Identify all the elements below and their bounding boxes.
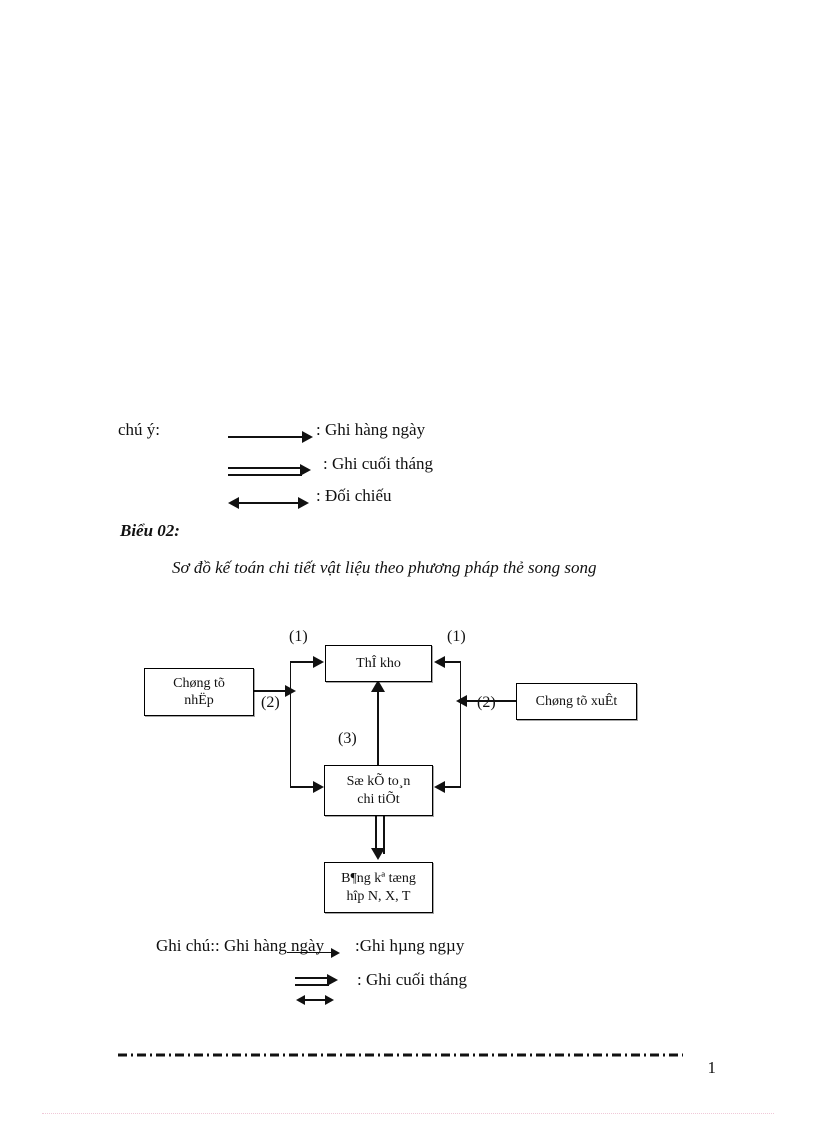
connector-left-vertical <box>290 662 291 787</box>
legend-text-reconcile: : Đối chiếu <box>316 486 392 505</box>
arrowhead-left-to-so-ke-toan <box>313 781 324 793</box>
step-label-left-two: (2) <box>261 694 280 711</box>
arrowhead-to-bang-ke <box>371 848 385 860</box>
connector-left-to-the-kho <box>290 661 315 663</box>
bottom-legend-label: Ghi chú: <box>156 936 216 955</box>
connector-chung-tu-nhap-to-rail <box>253 690 293 692</box>
node-bang-ke[interactable]: B¶ng kª tæng hîp N, X, T <box>324 862 433 913</box>
step-label-right-two: (2) <box>477 694 496 711</box>
overlap-single-arrow-icon <box>287 948 349 958</box>
connector-right-to-the-kho <box>437 661 461 663</box>
connector-so-ke-toan-to-bang-ke <box>375 816 385 854</box>
step-label-right-one: (1) <box>447 628 466 645</box>
arrowhead-right-to-so-ke-toan <box>434 781 445 793</box>
legend-title-label: chú ý: <box>118 420 161 439</box>
legend-text-daily: : Ghi hàng ngày <box>316 420 426 439</box>
footer-separator <box>118 1044 683 1057</box>
double-arrow-right-icon <box>228 464 318 478</box>
arrowhead-left-to-the-kho <box>313 656 324 668</box>
connector-right-vertical <box>460 662 461 787</box>
arrowhead-chung-tu-nhap <box>285 685 296 697</box>
node-chung-tu-xuat-line1: Chøng tõ xuÊt <box>535 693 618 709</box>
step-label-middle-three: (3) <box>338 730 357 747</box>
section-label: Biểu 02: <box>120 521 180 540</box>
bottom-legend: Ghi chú: : Ghi hàng ngày :Ghi hµng ngµy … <box>0 930 816 1010</box>
node-so-ke-toan-line2: chi tiÕt <box>357 791 400 807</box>
arrowhead-right-to-the-kho <box>434 656 445 668</box>
node-chung-tu-nhap-line1: Chøng tõ <box>173 675 225 691</box>
top-legend: chú ý: : Ghi hàng ngày : Ghi cuối tháng … <box>118 418 678 518</box>
node-so-ke-toan[interactable]: Sæ kÕ to¸n chi tiÕt <box>324 765 433 816</box>
dash-dot-rule-icon <box>118 1053 683 1057</box>
arrowhead-middle-up <box>371 680 385 692</box>
bottom-legend-text-monthend: : Ghi cuối tháng <box>357 970 468 989</box>
diagram-title: Sơ đồ kế toán chi tiết vật liệu theo phư… <box>172 558 597 577</box>
bottom-legend-text-daily-alt: :Ghi hµng ngµy <box>355 936 465 955</box>
node-the-kho-line1: ThÎ kho <box>356 655 401 671</box>
single-arrow-right-icon <box>228 430 318 444</box>
node-the-kho[interactable]: ThÎ kho <box>325 645 432 682</box>
node-so-ke-toan-line1: Sæ kÕ to¸n <box>346 774 411 789</box>
page-number: 1 <box>707 1058 717 1077</box>
double-headed-arrow-icon <box>228 496 318 510</box>
bottom-double-headed-arrow-icon <box>296 994 346 1006</box>
step-label-left-one: (1) <box>289 628 308 645</box>
connector-right-to-so-ke-toan <box>437 786 461 788</box>
connector-chung-tu-xuat-to-rail <box>462 700 516 702</box>
node-chung-tu-nhap-line2: nhËp <box>184 693 214 708</box>
faint-bottom-rule <box>42 1113 774 1114</box>
flow-diagram: Chøng tõ nhËp ThÎ kho Chøng tõ xuÊt Sæ k… <box>0 600 816 940</box>
node-chung-tu-xuat[interactable]: Chøng tõ xuÊt <box>516 683 637 720</box>
node-bang-ke-line2: hîp N, X, T <box>346 888 411 904</box>
bottom-double-arrow-right-icon <box>295 974 365 990</box>
legend-text-monthend: : Ghi cuối tháng <box>323 454 434 473</box>
node-bang-ke-line1: B¶ng kª tæng <box>341 871 416 886</box>
node-chung-tu-nhap[interactable]: Chøng tõ nhËp <box>144 668 254 716</box>
connector-left-to-so-ke-toan <box>290 786 315 788</box>
connector-middle-vertical <box>377 688 379 778</box>
arrowhead-chung-tu-xuat <box>456 695 467 707</box>
bottom-legend-text-daily: : Ghi hàng ngày <box>215 936 325 955</box>
